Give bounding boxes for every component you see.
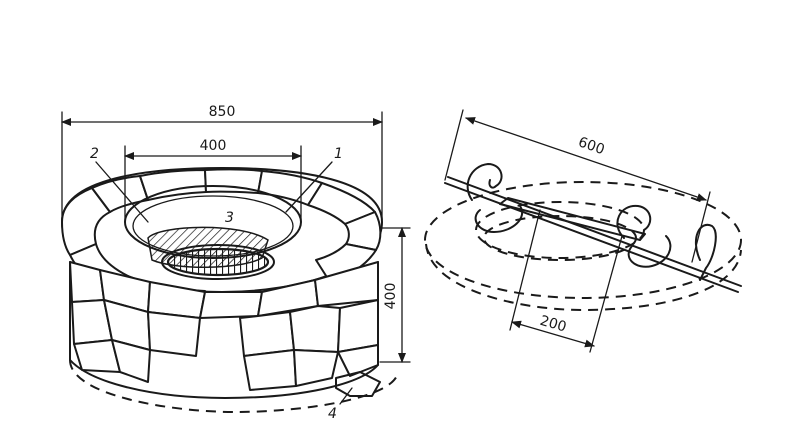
grate bbox=[166, 247, 270, 277]
callout-2-label: 2 bbox=[90, 146, 99, 162]
spit-stand-right bbox=[627, 235, 672, 268]
dim-outer-diameter-label: 850 bbox=[209, 104, 236, 120]
meat-clamp bbox=[499, 197, 646, 241]
ground-footprint-ellipse bbox=[69, 359, 399, 414]
dim-stand-spacing-label: 200 bbox=[538, 313, 568, 336]
spit-stand-left bbox=[474, 205, 523, 233]
spit-stand-drawing: 600 200 bbox=[424, 109, 742, 353]
spit-handle bbox=[694, 223, 717, 281]
dim-200-ext-left bbox=[509, 209, 541, 331]
wall-body-outline bbox=[69, 261, 379, 399]
dim-inner-diameter-label: 400 bbox=[200, 138, 227, 154]
dim-600-ext-left bbox=[444, 109, 464, 181]
wall-stones bbox=[69, 261, 379, 391]
callout-1-label: 1 bbox=[334, 146, 343, 162]
callout-1-leader bbox=[285, 161, 333, 213]
callout-4-leader bbox=[339, 387, 353, 405]
spit-rod bbox=[444, 182, 739, 293]
dim-600-ext-right bbox=[691, 191, 711, 263]
dim-200-line bbox=[511, 320, 595, 348]
air-vent-pipe bbox=[335, 371, 381, 397]
dim-spit-length-label: 600 bbox=[576, 134, 606, 158]
dim-height-label: 400 bbox=[383, 283, 399, 310]
fire-pit-drawing: 850 400 400 2 1 3 4 bbox=[61, 104, 411, 422]
callout-3-label: 3 bbox=[225, 210, 234, 226]
grate-frame bbox=[161, 244, 275, 280]
dim-200-ext-right bbox=[589, 235, 623, 353]
dim-600-line bbox=[465, 117, 707, 201]
callout-2-leader bbox=[95, 161, 149, 223]
spit-hook-right bbox=[616, 204, 652, 239]
callout-4-label: 4 bbox=[328, 406, 337, 422]
